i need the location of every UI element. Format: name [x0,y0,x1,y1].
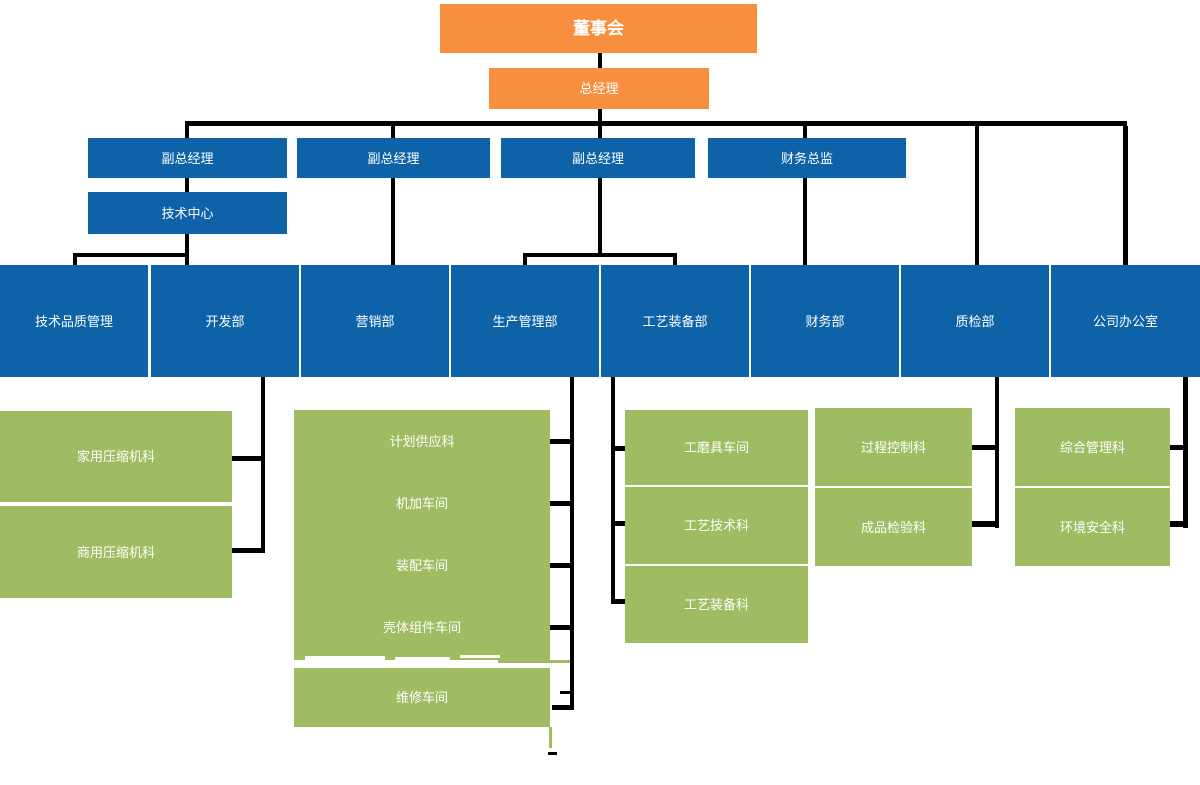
connector-stub-tooling-equip [611,599,625,604]
org-node-shell-components-shop: 壳体组件车间 [382,619,461,635]
org-node-dept-production: 生产管理部 [451,265,599,377]
connector-bracket1-drop-left [73,255,77,265]
org-node-general-admin-section: 综合管理科 [1015,408,1170,486]
org-node-dept-office: 公司办公室 [1051,265,1200,377]
connector-drop-quality-dept [975,126,979,265]
connector-stub-final-inspection [972,521,995,527]
org-node-process-tech-section: 工艺技术科 [625,487,808,564]
connector-exec1-techcenter [185,178,189,192]
org-node-assembly-shop: 装配车间 [395,557,448,573]
connector-bracket1-bus [73,253,189,257]
connector-stub-shell [550,625,570,630]
connector-drop-office-dept [1123,126,1128,265]
connector-bracket2-bus [523,253,677,257]
green-sliver-artifact [549,727,552,748]
org-node-home-compressor: 家用压缩机科 [0,411,232,502]
connector-drop-exec1 [185,126,189,138]
connector-bus [185,121,1127,126]
connector-stub-env-safety [1170,521,1183,527]
org-node-planning-supply: 计划供应科 [389,433,455,449]
scratch-artifact [305,656,385,660]
org-node-tooling-equip-section: 工艺装备科 [625,566,808,643]
connector-stub-planning [550,439,570,444]
black-dash-artifact [548,752,557,755]
connector-gm-bus [598,109,602,123]
connector-cfo-finance [803,178,807,265]
org-node-process-control-section: 过程控制科 [815,408,972,486]
org-node-dept-finance: 财务部 [751,265,899,377]
org-node-tech-center: 技术中心 [88,192,287,234]
connector-drop-exec3 [598,126,602,138]
org-node-dept-quality: 质检部 [901,265,1049,377]
connector-drop-exec2 [391,126,395,138]
connector-stub-process-control [972,445,995,450]
black-dash-artifact [560,691,572,694]
connector-stub-home-compressor [232,456,262,461]
org-node-machining-shop: 机加车间 [395,495,448,511]
org-node-general-manager: 总经理 [489,68,709,109]
org-node-commercial-compressor: 商用压缩机科 [0,506,232,598]
connector-drop-cfo [803,126,807,138]
connector-quality-spine [995,377,999,528]
connector-techcenter-feed [185,234,189,257]
connector-stub-general-admin [1170,445,1183,450]
connector-bracket2-drop-right [673,255,677,265]
connector-bracket2-drop-left [523,255,527,265]
connector-stub-commercial-compressor [232,548,262,553]
connector-board-gm [598,53,602,68]
connector-exec2-marketing [391,178,395,265]
org-node-maintenance-shop: 维修车间 [294,668,550,727]
org-node-dept-marketing: 营销部 [301,265,449,377]
org-node-dept-tech-quality: 技术品质管理 [0,265,148,377]
connector-dev-spine [261,377,265,553]
org-node-production-sections: 计划供应科 机加车间 装配车间 壳体组件车间 [294,410,550,660]
org-node-cfo: 财务总监 [708,138,906,178]
connector-stub-assembly [550,563,570,568]
connector-stub-process-tech [613,521,625,526]
connector-stub-machining [550,501,570,506]
org-node-dept-development: 开发部 [151,265,299,377]
scratch-artifact [395,657,450,661]
connector-production-spine [570,377,574,710]
org-node-grinding-tool-shop: 工磨具车间 [625,410,808,485]
connector-office-spine [1183,377,1188,528]
org-node-exec-2: 副总经理 [297,138,490,178]
org-node-final-inspection-section: 成品检验科 [815,488,972,566]
connector-tooling-spine [611,377,615,604]
connector-exec3-feed [598,178,602,257]
org-node-exec-1: 副总经理 [88,138,287,178]
org-node-board: 董事会 [440,4,757,53]
org-node-exec-3: 副总经理 [501,138,695,178]
scratch-artifact [460,655,500,658]
connector-stub-grinding [613,446,625,451]
org-node-dept-tooling: 工艺装备部 [601,265,749,377]
connector-stub-maintenance [552,705,574,710]
org-node-env-safety-section: 环境安全科 [1015,488,1170,566]
green-dash-artifact [498,660,570,663]
connector-bracket1-drop-right [185,255,189,265]
